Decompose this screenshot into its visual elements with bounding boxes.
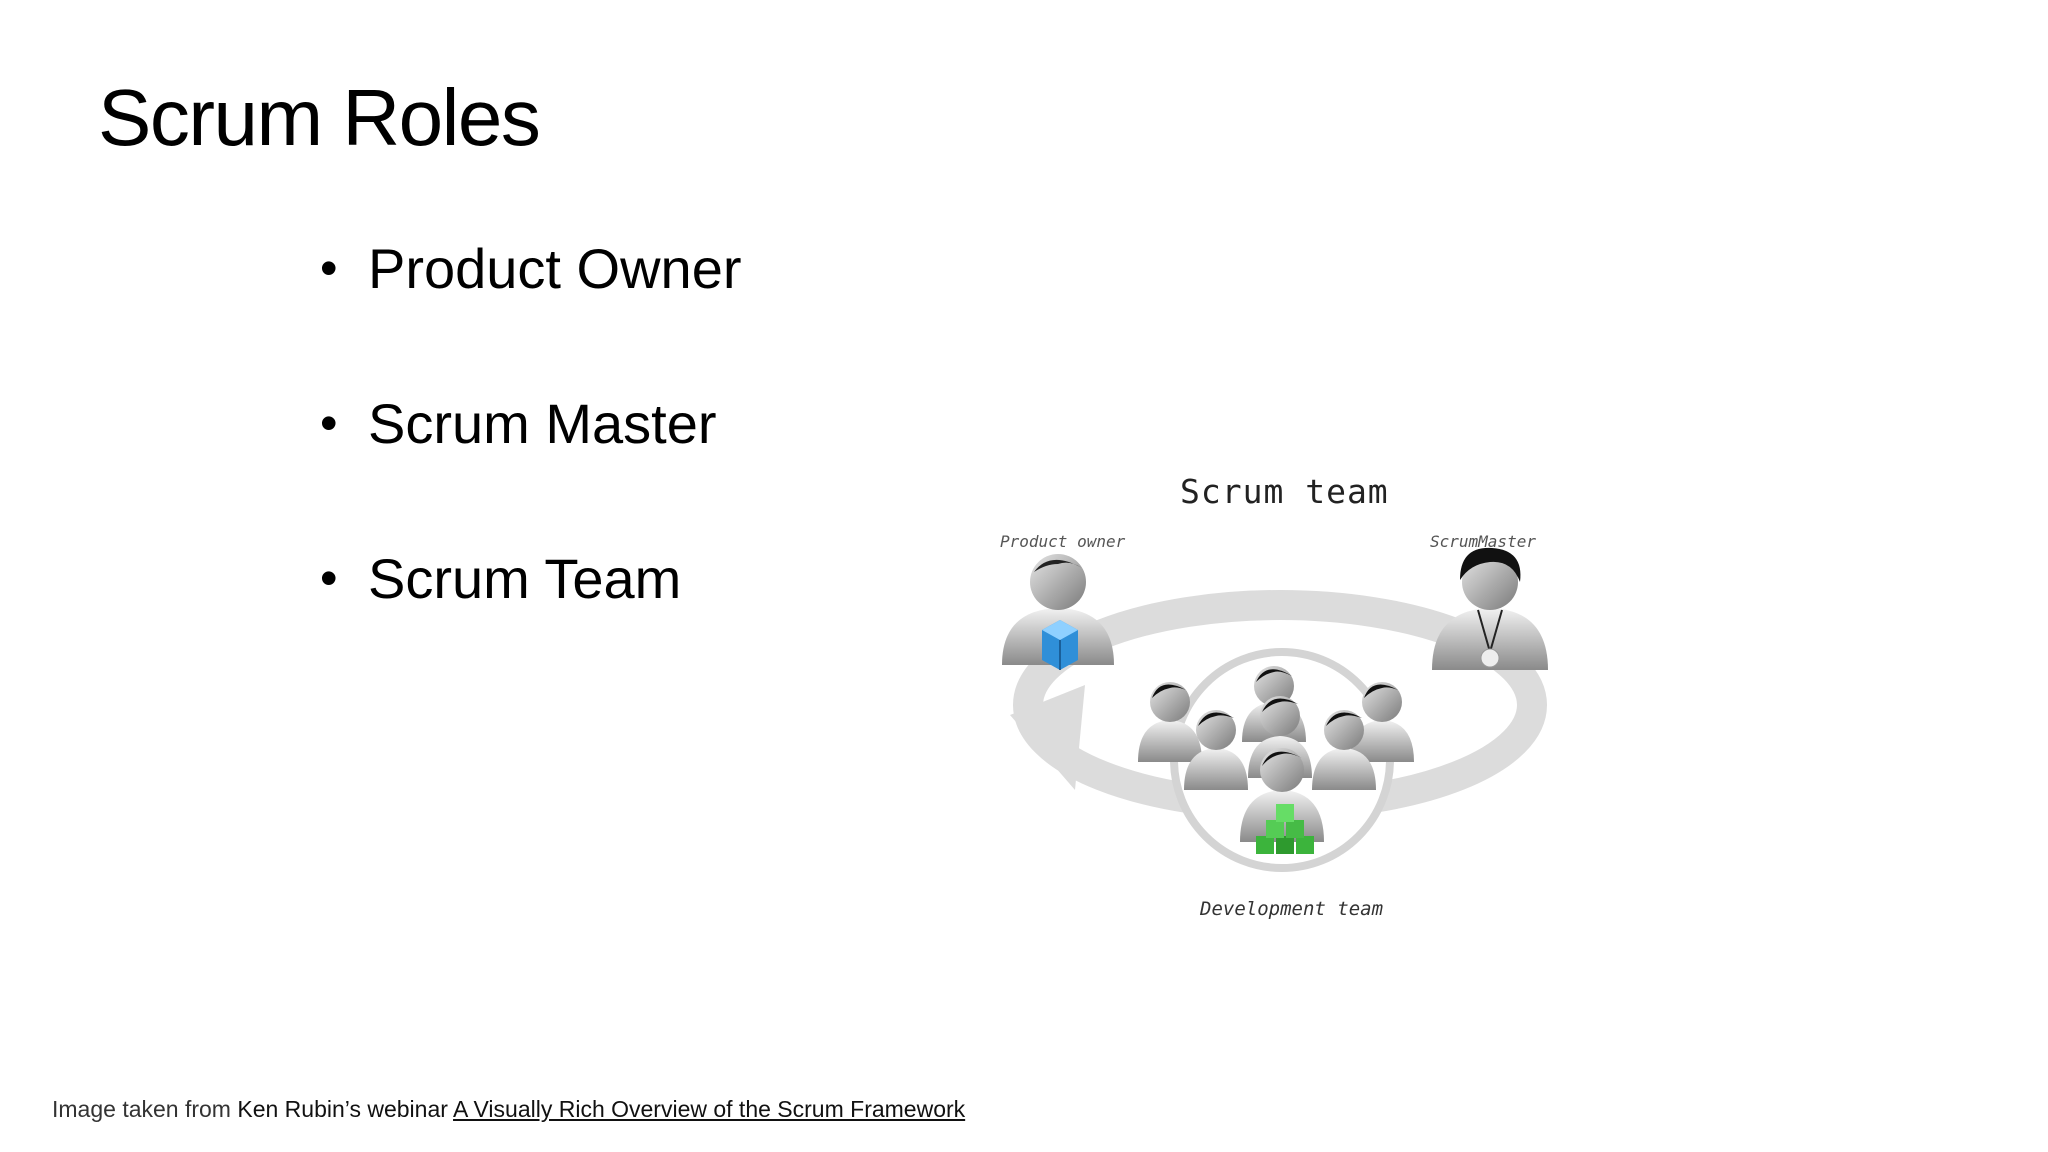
bullet-label: Scrum Master bbox=[368, 391, 717, 455]
bullet-icon: • bbox=[320, 395, 338, 451]
image-credit: Image taken from Ken Rubin’s webinar A V… bbox=[52, 1096, 965, 1123]
bullet-icon: • bbox=[320, 550, 338, 606]
scrum-team-diagram: Scrum team Product owner ScrumMaster Dev… bbox=[990, 460, 1610, 940]
development-team-label: Development team bbox=[1200, 898, 1384, 920]
scrum-team-illustration bbox=[1002, 547, 1548, 872]
product-owner-label: Product owner bbox=[1000, 532, 1126, 551]
bullet-label: Product Owner bbox=[368, 236, 742, 300]
scrum-team-label: Scrum team bbox=[1180, 472, 1389, 511]
product-increment-icon bbox=[1256, 804, 1314, 854]
roles-list: • Product Owner • Scrum Master • Scrum T… bbox=[320, 232, 742, 697]
list-item: • Product Owner bbox=[320, 232, 742, 304]
slide-title: Scrum Roles bbox=[98, 73, 541, 162]
scrum-master-icon bbox=[1432, 547, 1548, 670]
list-item: • Scrum Master bbox=[320, 387, 742, 459]
product-owner-icon bbox=[1002, 554, 1114, 670]
credit-prefix: Image taken from bbox=[52, 1096, 231, 1122]
development-team-icon bbox=[1138, 666, 1414, 854]
credit-author: Ken Rubin’s webinar bbox=[237, 1096, 448, 1122]
webinar-link[interactable]: A Visually Rich Overview of the Scrum Fr… bbox=[453, 1096, 966, 1122]
scrum-master-label: ScrumMaster bbox=[1430, 532, 1536, 551]
bullet-icon: • bbox=[320, 240, 338, 296]
list-item: • Scrum Team bbox=[320, 542, 742, 614]
bullet-label: Scrum Team bbox=[368, 546, 682, 610]
